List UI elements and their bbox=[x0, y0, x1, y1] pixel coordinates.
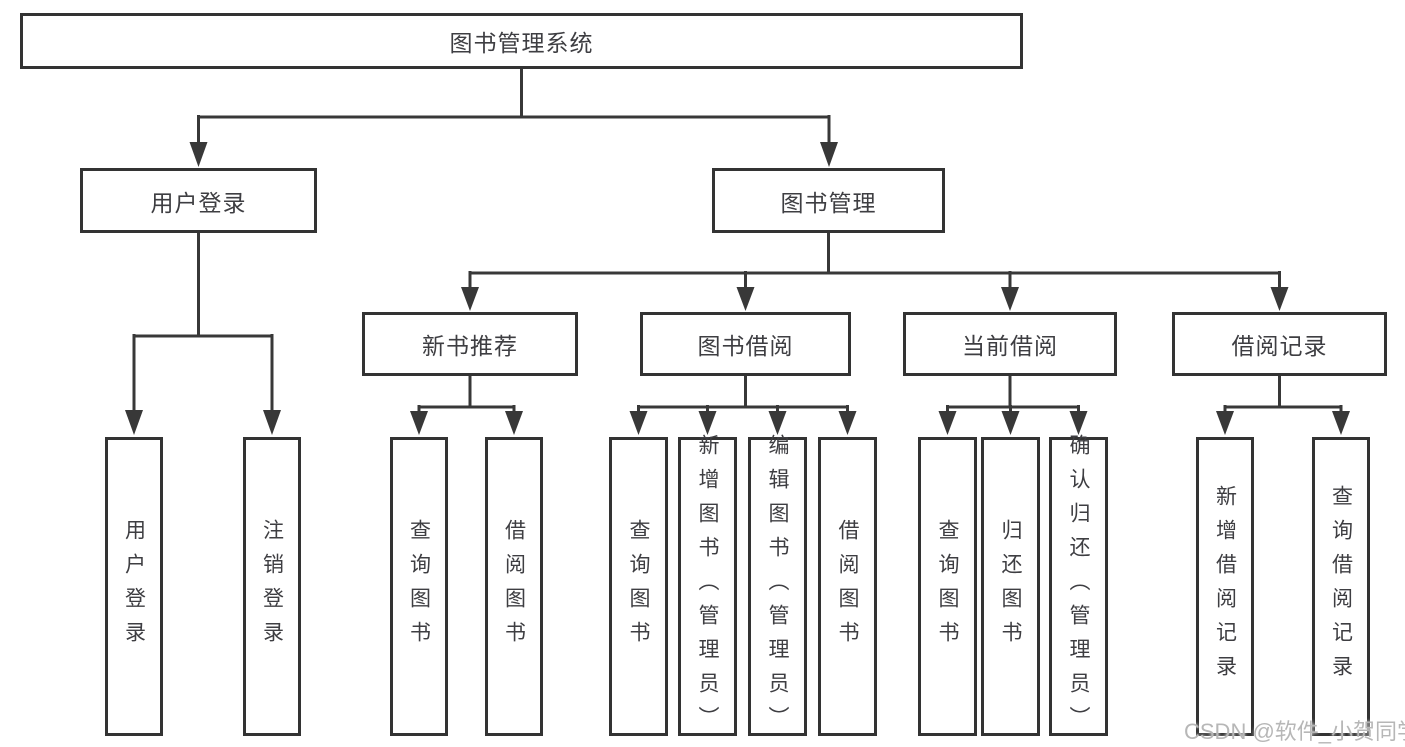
arrow-head bbox=[505, 411, 523, 435]
leaf-borrowing-add-books-admin: 新增图书（管理员） bbox=[678, 434, 737, 740]
arrow-head bbox=[768, 411, 787, 435]
csdn-watermark: CSDN @软件_小贺同学 bbox=[1184, 719, 1405, 744]
leaf-borrowing-edit-books-admin-label: 编辑图书（管理员） bbox=[766, 433, 789, 740]
connector-records-to-leaves bbox=[1216, 374, 1350, 435]
leaf-records-add-borrow-record: 新增借阅记录 bbox=[1196, 437, 1254, 736]
arrow-head bbox=[410, 411, 428, 435]
leaf-recommend-borrow-books-label: 借阅图书 bbox=[502, 518, 526, 655]
arrow-head bbox=[1270, 287, 1289, 311]
leaf-records-query-borrow-record-label: 查询借阅记录 bbox=[1329, 484, 1353, 689]
node-book-management-label: 图书管理 bbox=[780, 189, 877, 216]
arrow-head bbox=[1001, 411, 1020, 435]
connector-root-to-level2 bbox=[189, 66, 838, 167]
node-book-management: 图书管理 bbox=[712, 168, 945, 233]
leaf-current-return-books: 归还图书 bbox=[981, 437, 1040, 736]
leaf-recommend-query-books-label: 查询图书 bbox=[407, 518, 431, 655]
node-borrowing-records-label: 借阅记录 bbox=[1231, 333, 1328, 359]
node-root-label: 图书管理系统 bbox=[449, 30, 594, 56]
arrow-head bbox=[263, 410, 281, 435]
node-book-borrowing: 图书借阅 bbox=[640, 312, 851, 376]
arrow-head bbox=[820, 142, 838, 167]
arrow-head bbox=[1069, 411, 1088, 435]
leaf-borrowing-query-books-label: 查询图书 bbox=[627, 518, 650, 655]
leaf-current-confirm-return-admin: 确认归还（管理员） bbox=[1049, 434, 1108, 740]
leaf-current-query-books-label: 查询图书 bbox=[936, 518, 959, 655]
connector-recommend-to-leaves bbox=[410, 374, 523, 435]
arrow-head bbox=[838, 411, 857, 435]
node-new-book-recommend: 新书推荐 bbox=[362, 312, 578, 376]
arrow-head bbox=[1216, 411, 1234, 435]
connector-current-to-leaves bbox=[938, 374, 1088, 435]
arrow-head bbox=[1332, 411, 1350, 435]
node-borrowing-records: 借阅记录 bbox=[1172, 312, 1387, 376]
connector-borrowing-to-leaves bbox=[629, 374, 857, 435]
arrow-head bbox=[629, 411, 648, 435]
leaf-records-query-borrow-record: 查询借阅记录 bbox=[1312, 437, 1370, 736]
leaf-logout-label: 注销登录 bbox=[260, 518, 284, 655]
arrow-head bbox=[461, 287, 479, 311]
node-book-borrowing-label: 图书借阅 bbox=[697, 333, 794, 359]
node-user-login-label: 用户登录 bbox=[150, 189, 247, 216]
node-root-system: 图书管理系统 bbox=[20, 13, 1023, 69]
arrow-head bbox=[125, 410, 143, 435]
arrow-head bbox=[736, 287, 755, 311]
node-current-borrowing-label: 当前借阅 bbox=[962, 333, 1058, 359]
leaf-recommend-borrow-books: 借阅图书 bbox=[485, 437, 543, 736]
arrow-head bbox=[189, 142, 208, 167]
leaf-current-return-books-label: 归还图书 bbox=[999, 518, 1022, 655]
leaf-borrowing-query-books: 查询图书 bbox=[609, 437, 668, 736]
arrow-head bbox=[1001, 287, 1019, 311]
leaf-recommend-query-books: 查询图书 bbox=[390, 437, 448, 736]
leaf-user-login-label: 用户登录 bbox=[122, 518, 146, 655]
node-current-borrowing: 当前借阅 bbox=[903, 312, 1117, 376]
leaf-records-add-borrow-record-label: 新增借阅记录 bbox=[1213, 484, 1237, 689]
leaf-borrowing-add-books-admin-label: 新增图书（管理员） bbox=[696, 433, 719, 740]
node-new-book-recommend-label: 新书推荐 bbox=[422, 333, 518, 359]
connector-user-login-to-leaves bbox=[125, 230, 281, 435]
connector-book-management-to-level3 bbox=[461, 230, 1289, 311]
leaf-current-confirm-return-admin-label: 确认归还（管理员） bbox=[1067, 433, 1090, 740]
arrow-head bbox=[698, 411, 717, 435]
leaf-borrowing-borrow-books: 借阅图书 bbox=[818, 437, 877, 736]
leaf-borrowing-borrow-books-label: 借阅图书 bbox=[836, 518, 859, 655]
leaf-current-query-books: 查询图书 bbox=[918, 437, 977, 736]
node-user-login: 用户登录 bbox=[80, 168, 317, 233]
arrow-head bbox=[938, 411, 957, 435]
leaf-logout: 注销登录 bbox=[243, 437, 301, 736]
leaf-borrowing-edit-books-admin: 编辑图书（管理员） bbox=[748, 434, 807, 740]
leaf-user-login: 用户登录 bbox=[105, 437, 163, 736]
